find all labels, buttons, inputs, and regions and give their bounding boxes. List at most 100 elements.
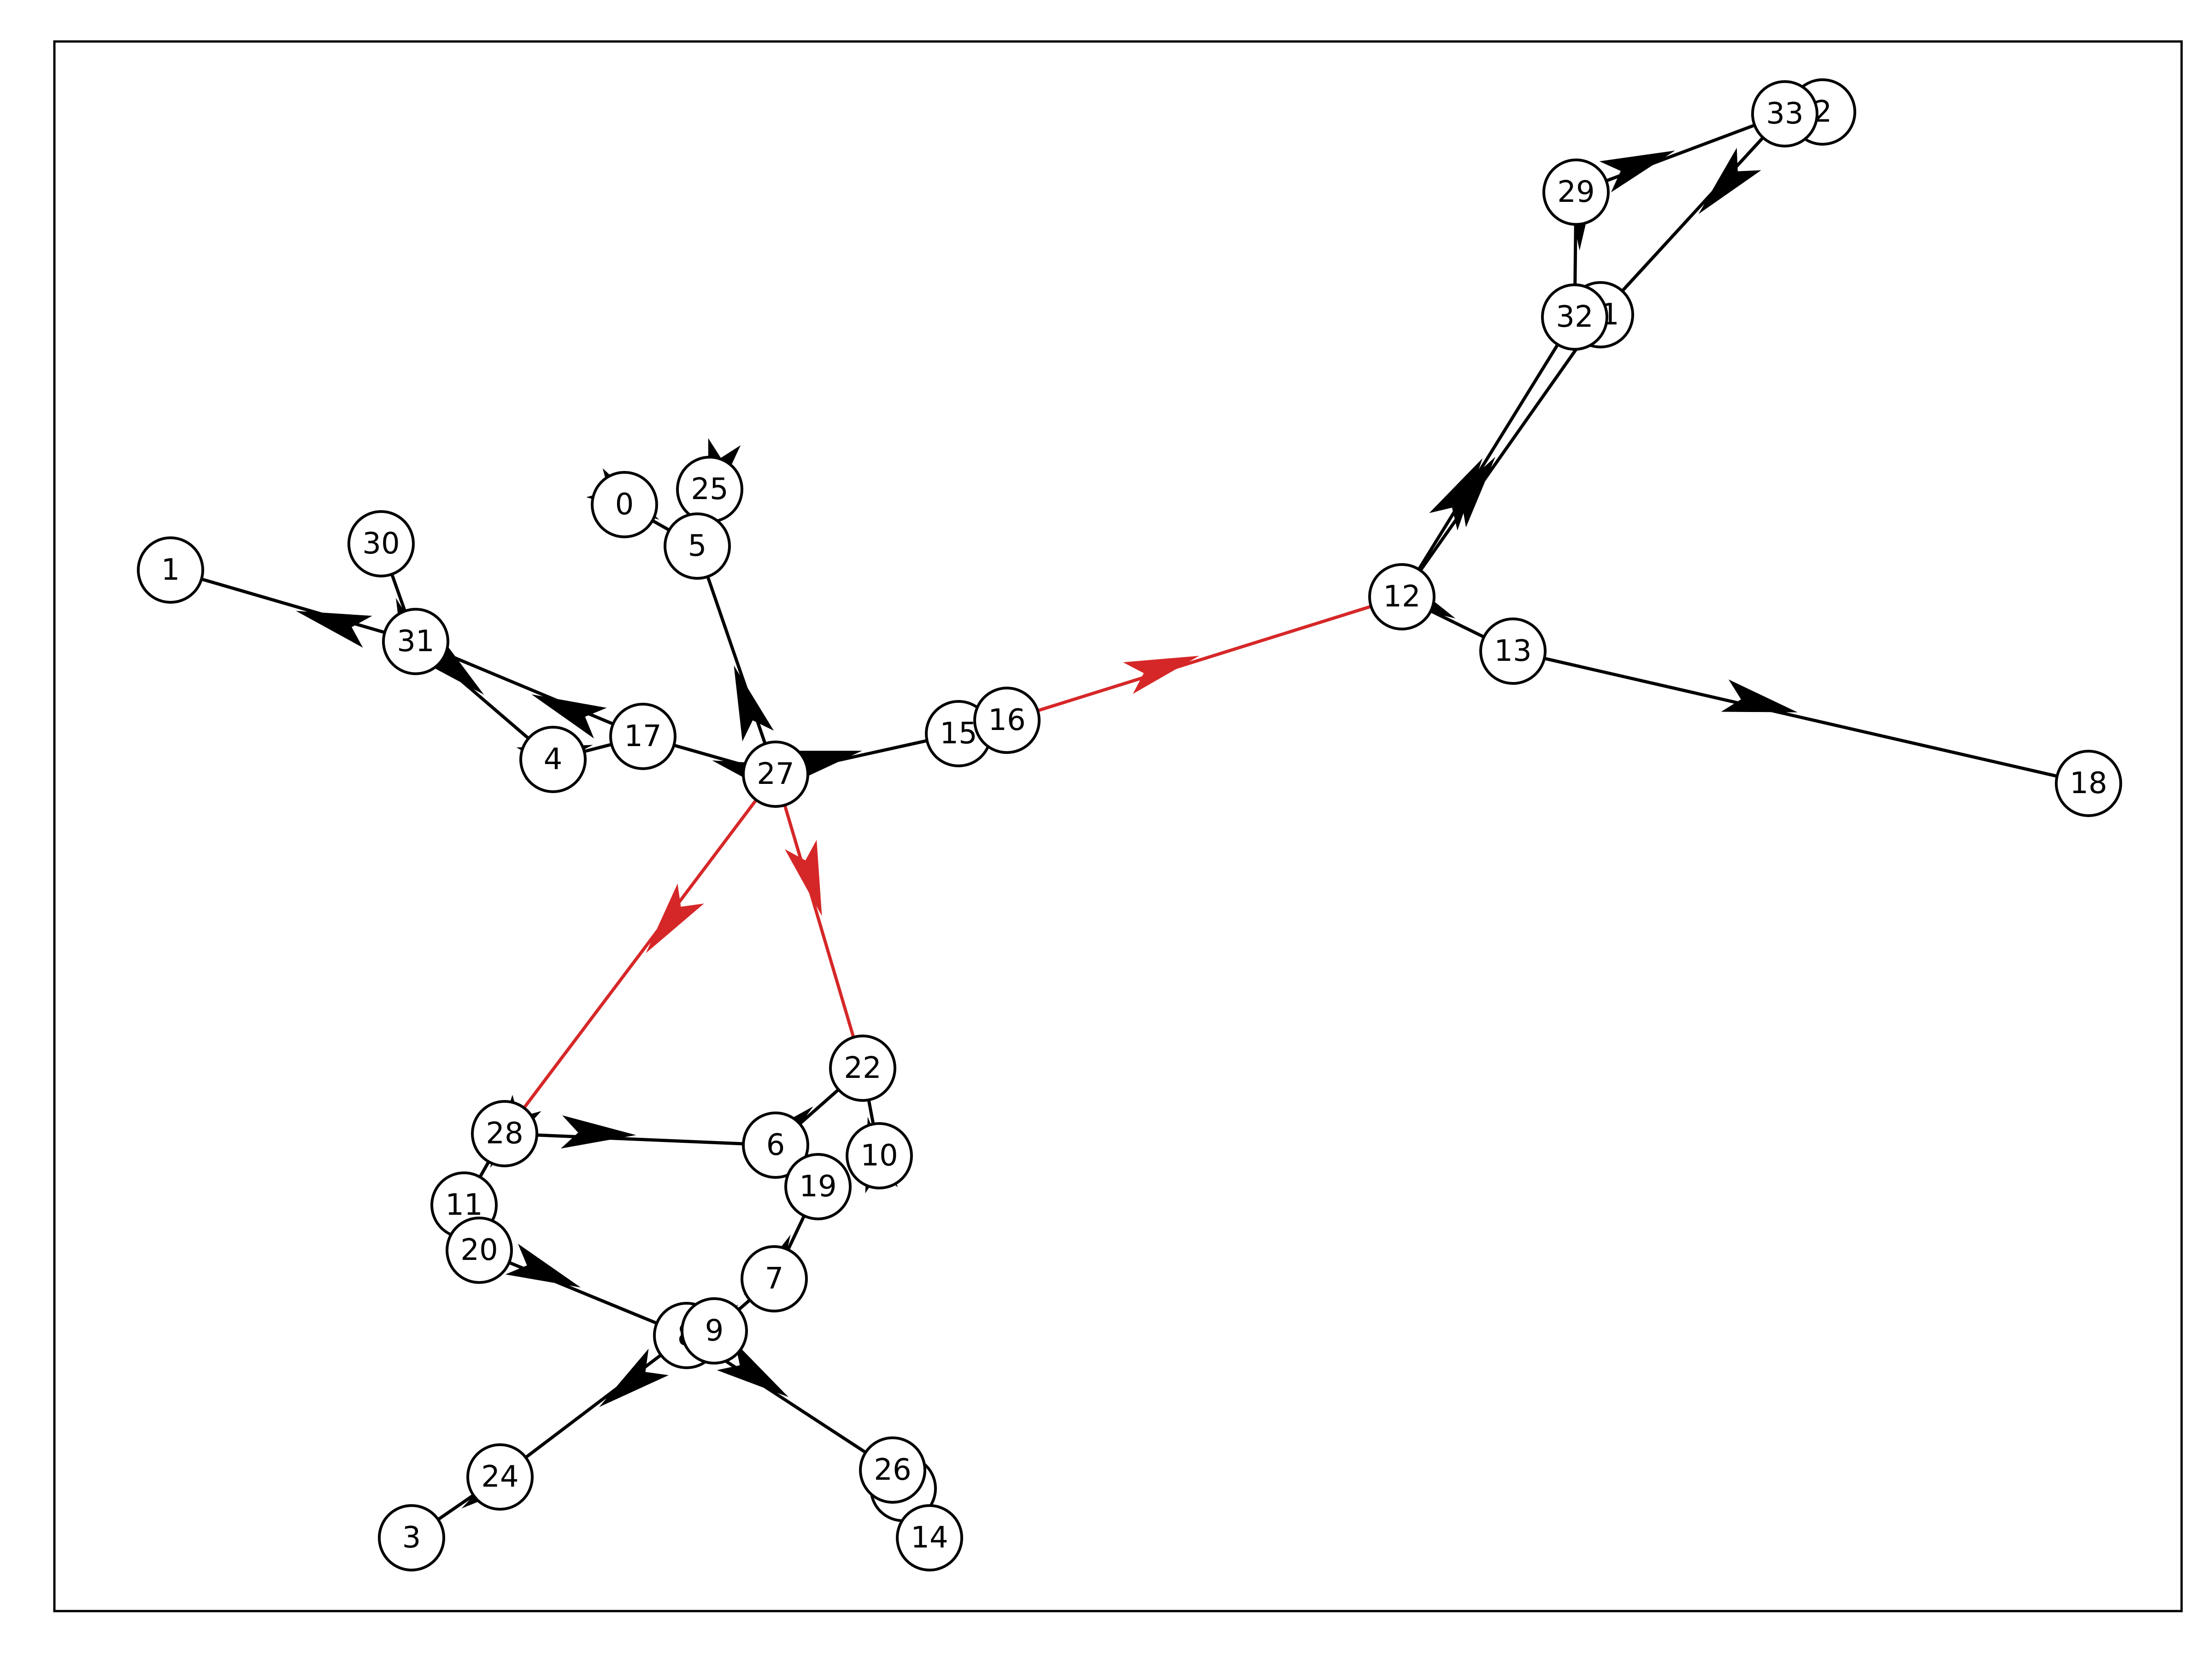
node-label: 0 (615, 488, 634, 522)
edge-27-17 (673, 743, 788, 797)
node-16: 16 (973, 687, 1041, 754)
edge-7-19 (743, 1215, 806, 1310)
node-label: 16 (988, 703, 1025, 737)
node-3: 3 (378, 1504, 445, 1571)
node-circle (1479, 618, 1547, 685)
edge-31-4 (416, 633, 530, 740)
node-33: 33 (1751, 80, 1818, 147)
node-label: 7 (765, 1262, 784, 1296)
edges-layer (201, 124, 2058, 1521)
node-circle (378, 1504, 445, 1571)
node-label: 33 (1766, 97, 1803, 131)
node-label: 31 (397, 624, 434, 659)
edge-8-24 (524, 1348, 669, 1459)
edge-12-32 (1417, 343, 1559, 571)
node-label: 3 (402, 1521, 421, 1555)
node-circle (741, 1245, 808, 1312)
edge-28-6 (536, 1115, 744, 1149)
node-circle (681, 1297, 748, 1365)
edge-28-11 (478, 1094, 541, 1178)
edge-24-3 (437, 1452, 533, 1521)
node-30: 30 (347, 510, 415, 577)
node-label: 22 (844, 1051, 881, 1085)
node-28: 28 (471, 1100, 538, 1167)
node-19: 19 (784, 1153, 852, 1220)
edge-27-15 (785, 739, 928, 783)
node-0: 0 (591, 471, 658, 538)
node-label: 24 (481, 1460, 518, 1494)
edge-6-22 (746, 1088, 840, 1168)
node-9: 9 (681, 1297, 748, 1365)
node-circle (1368, 563, 1435, 630)
node-label: 28 (486, 1117, 523, 1151)
node-label: 25 (691, 472, 728, 506)
node-18: 18 (2055, 750, 2122, 817)
node-circle (1751, 80, 1818, 147)
node-27: 27 (742, 741, 809, 808)
node-label: 32 (1556, 300, 1593, 334)
node-circle (846, 1122, 913, 1189)
edge-8-26 (712, 1342, 867, 1454)
node-20: 20 (446, 1217, 513, 1284)
edge-29-33 (1599, 124, 1755, 193)
node-label: 9 (705, 1314, 724, 1348)
node-circle (466, 1443, 534, 1511)
node-circle (1542, 159, 1610, 226)
node-1: 1 (137, 536, 204, 604)
node-circle (519, 726, 587, 793)
edge-31-1 (201, 577, 385, 648)
node-22: 22 (829, 1035, 896, 1102)
node-32: 32 (1541, 283, 1608, 351)
edge-27-28 (523, 799, 758, 1109)
node-10: 10 (846, 1122, 913, 1189)
edge-13-18 (1544, 657, 2058, 778)
node-circle (784, 1153, 852, 1220)
node-31: 31 (382, 608, 449, 675)
node-label: 20 (460, 1233, 498, 1267)
node-label: 14 (911, 1521, 948, 1555)
node-circle (829, 1035, 896, 1102)
node-7: 7 (741, 1245, 808, 1312)
node-circle (382, 608, 449, 675)
node-label: 10 (860, 1139, 898, 1173)
node-label: 30 (362, 527, 400, 561)
node-circle (742, 1112, 809, 1179)
plot-frame (53, 40, 2183, 1612)
edge-29-32 (1564, 176, 1597, 285)
node-13: 13 (1479, 618, 1547, 685)
node-4: 4 (519, 726, 587, 793)
node-label: 15 (940, 717, 977, 751)
edge-27-5 (706, 576, 774, 744)
node-5: 5 (664, 512, 731, 580)
node-circle (742, 741, 809, 808)
nodes-layer: 0255130314172715161213182332921322261019… (137, 78, 2122, 1571)
node-label: 4 (544, 742, 563, 777)
node-label: 5 (688, 529, 707, 563)
node-label: 26 (874, 1453, 911, 1487)
edge-9-7 (671, 1299, 751, 1366)
edge-33-21 (1621, 136, 1765, 292)
edge-0-5 (586, 468, 670, 532)
node-circle (1541, 283, 1608, 351)
node-29: 29 (1542, 159, 1610, 226)
edge-4-17 (516, 742, 612, 780)
node-label: 19 (799, 1170, 836, 1204)
node-label: 6 (766, 1128, 785, 1162)
edge-20-8 (505, 1243, 658, 1325)
node-26: 26 (859, 1436, 926, 1504)
node-label: 29 (1557, 175, 1594, 209)
edge-31-30 (390, 573, 436, 674)
node-label: 27 (757, 757, 794, 791)
node-circle (471, 1100, 538, 1167)
edge-27-22 (783, 805, 855, 1038)
node-14: 14 (896, 1504, 963, 1571)
node-label: 18 (2070, 766, 2107, 800)
node-circle (591, 471, 658, 538)
edge-12-13 (1381, 571, 1485, 639)
node-circle (347, 510, 415, 577)
node-circle (664, 512, 731, 580)
node-circle (973, 687, 1041, 754)
edge-12-21 (1419, 340, 1583, 571)
node-24: 24 (466, 1443, 534, 1511)
